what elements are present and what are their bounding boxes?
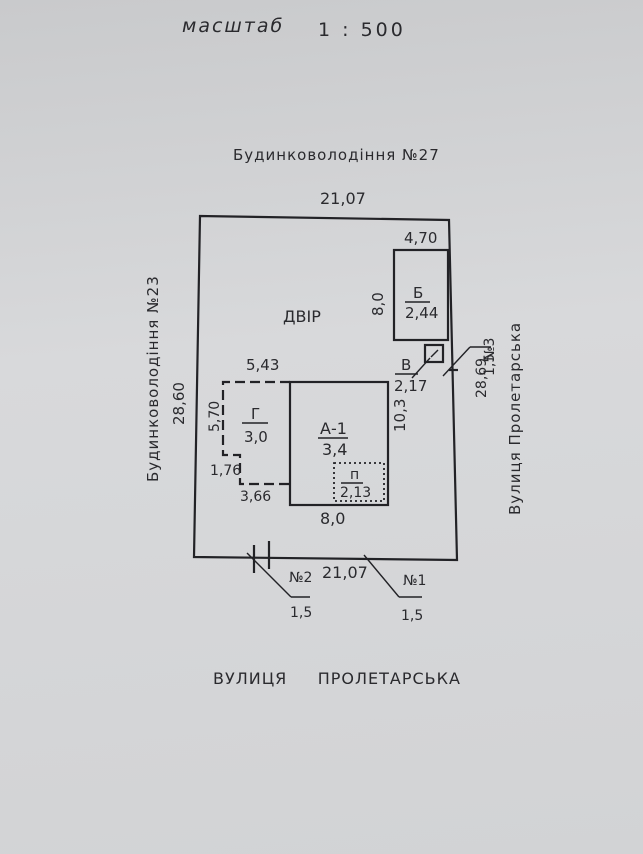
building-g-top: 5,43 <box>246 356 279 374</box>
building-b-length: 8,0 <box>369 292 387 316</box>
street-right: Вулиця Пролетарська <box>506 322 524 515</box>
gate-1-label: №1 <box>403 573 426 589</box>
building-g-name: Г <box>251 405 260 423</box>
scale-value: 1 : 500 <box>318 19 406 41</box>
building-p <box>333 462 385 502</box>
building-b-height: 2,44 <box>405 304 438 322</box>
building-g-bottom: 3,66 <box>240 489 271 505</box>
building-v-height: 2,17 <box>394 377 427 395</box>
building-a1-depth: 10,3 <box>391 399 409 432</box>
building-v <box>423 343 445 364</box>
building-p-name: п <box>350 467 359 483</box>
gate-1-leader <box>363 554 400 598</box>
building-b-name: Б <box>413 284 423 302</box>
gate-2-label: №2 <box>289 570 312 586</box>
building-a1-height: 3,4 <box>322 440 347 459</box>
building-g-side: 5,70 <box>207 401 223 432</box>
gate-2-width: 1,5 <box>290 605 312 621</box>
street-bottom: ВУЛИЦЯ ПРОЛЕТАРСЬКА <box>213 669 461 688</box>
building-b-width: 4,70 <box>404 229 437 247</box>
building-g-step: 1,76 <box>210 463 241 479</box>
building-v-name: В <box>401 356 411 374</box>
neighbor-left: Будинковолодіння №23 <box>144 275 162 482</box>
gate-3-width: 1,5 <box>482 354 498 376</box>
scale-label: масштаб <box>182 15 284 37</box>
building-a1-width: 8,0 <box>320 509 345 528</box>
yard-label: ДВІР <box>283 307 321 326</box>
building-v-mark <box>430 349 439 358</box>
gate-3-leader <box>442 346 471 377</box>
plot-left-length: 28,60 <box>170 382 188 425</box>
gate-2-leader <box>246 552 292 598</box>
plot-bottom-width: 21,07 <box>322 563 368 582</box>
building-g-height: 3,0 <box>244 428 268 446</box>
building-a1 <box>288 380 390 507</box>
building-a1-name: А-1 <box>320 419 347 438</box>
building-b <box>392 248 450 342</box>
plot-boundary <box>192 214 459 562</box>
plot-top-width: 21,07 <box>320 189 366 208</box>
gate-1-width: 1,5 <box>401 608 423 624</box>
neighbor-top: Будинковолодіння №27 <box>233 146 440 164</box>
building-p-height: 2,13 <box>340 485 371 501</box>
plot-right-length: 28,69 <box>474 358 490 398</box>
building-v-leader <box>411 357 431 379</box>
gate-3-label: №3 <box>482 338 498 361</box>
